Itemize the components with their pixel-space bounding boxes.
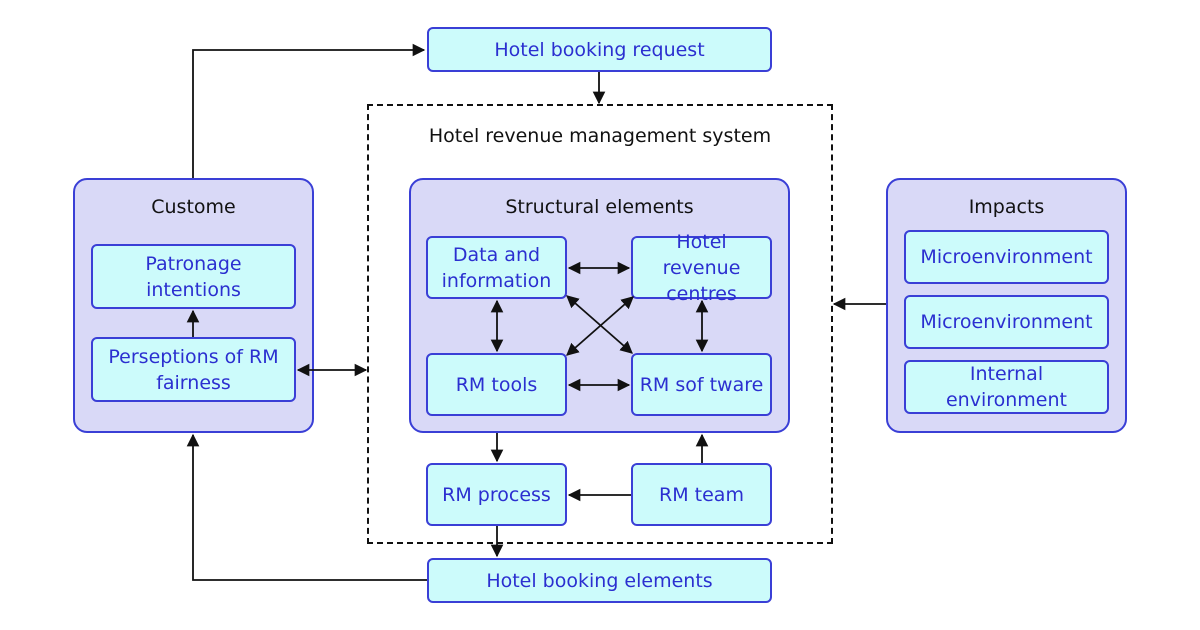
rm-team-box: RM team [631, 463, 772, 526]
rm-software-box: RM sof tware [631, 353, 772, 416]
rm-tools-box: RM tools [426, 353, 567, 416]
revenue-management-system-title: Hotel revenue management system [428, 125, 772, 147]
patronage-intentions-box: Patronage intentions [91, 244, 296, 309]
customer-group-title: Custome [151, 196, 236, 218]
impact-item: Microenvironment [904, 295, 1109, 349]
rm-fairness-perceptions-box: Perseptions of RM fairness [91, 337, 296, 402]
revenue-management-system-boundary [367, 104, 833, 544]
data-software-arrow [566, 295, 633, 354]
hotel-booking-request-box: Hotel booking request [427, 27, 772, 72]
data-and-information-box: Data and information [426, 236, 567, 299]
hotel-booking-elements-box: Hotel booking elements [427, 558, 772, 603]
structural-elements-title: Structural elements [505, 196, 694, 218]
impacts-group-title: Impacts [968, 196, 1045, 218]
impact-item: Microenvironment [904, 230, 1109, 284]
customer-to-booking-request-arrow [192, 43, 426, 178]
impact-item: Internal environment [904, 360, 1109, 414]
booking-elements-to-customer-arrow [186, 433, 427, 581]
revenue-centres-tools-arrow [566, 296, 634, 356]
rm-process-box: RM process [426, 463, 567, 526]
